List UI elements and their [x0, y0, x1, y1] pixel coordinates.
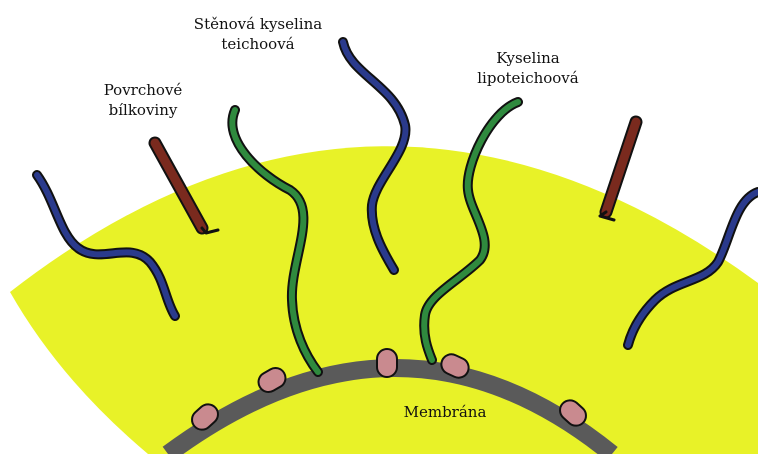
surface-protein-rod	[606, 122, 636, 212]
label-surface-proteins: Povrchové bílkoviny	[104, 80, 183, 120]
label-wall-teichoic-acid-line1: Stěnová kyselina	[194, 14, 322, 34]
label-wall-teichoic-acid: Stěnová kyselina teichoová	[194, 14, 322, 54]
label-surface-proteins-line2: bílkoviny	[104, 100, 183, 120]
label-membrane: Membrána	[404, 402, 487, 422]
label-wall-teichoic-acid-line2: teichoová	[194, 34, 322, 54]
label-surface-proteins-line1: Povrchové	[104, 80, 183, 100]
label-lipoteichoic-acid-line2: lipoteichoová	[477, 68, 578, 88]
label-lipoteichoic-acid-line1: Kyselina	[477, 48, 578, 68]
label-lipoteichoic-acid: Kyselina lipoteichoová	[477, 48, 578, 88]
cell-wall-band	[10, 146, 758, 454]
membrane-protein	[377, 349, 397, 377]
